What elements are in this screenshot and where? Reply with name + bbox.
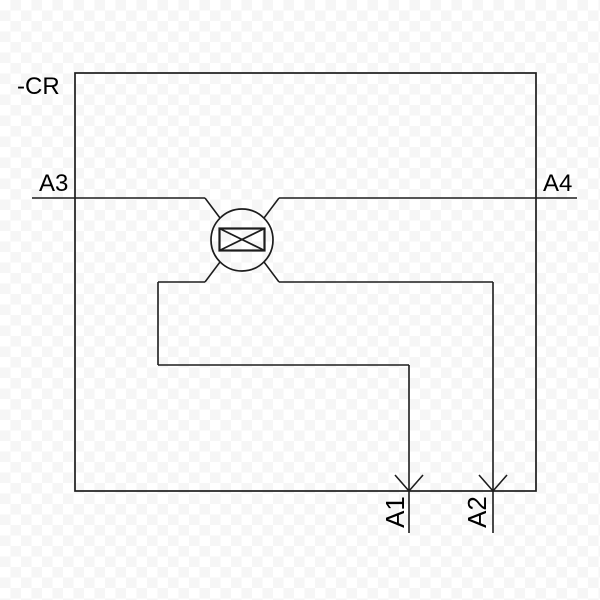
- coil-circle: [210, 208, 274, 272]
- arrow-down-icon-a2: [478, 474, 508, 492]
- terminal-label-a3: A3: [39, 170, 68, 197]
- arrow-down-icon-a1: [394, 474, 424, 492]
- wire-stub-top-right: [263, 197, 280, 219]
- wire-stub-top-left: [204, 197, 221, 219]
- arrow-a2-right-stroke: [492, 474, 508, 492]
- wire-stub-bottom-left: [204, 261, 221, 283]
- arrow-a1-right-stroke: [408, 474, 424, 492]
- arrow-a1-left-stroke: [394, 474, 410, 492]
- terminal-label-a4: A4: [543, 170, 572, 197]
- terminal-label-a2: A2: [462, 496, 492, 528]
- arrow-a2-left-stroke: [478, 474, 494, 492]
- device-outline: [74, 72, 537, 492]
- device-label: -CR: [17, 73, 60, 100]
- relay-coil-icon: [210, 208, 274, 272]
- terminal-label-a1: A1: [380, 496, 410, 528]
- coil-cross-line-2: [219, 227, 265, 252]
- coil-rectangle: [218, 227, 266, 252]
- wire-stub-bottom-right: [263, 261, 280, 283]
